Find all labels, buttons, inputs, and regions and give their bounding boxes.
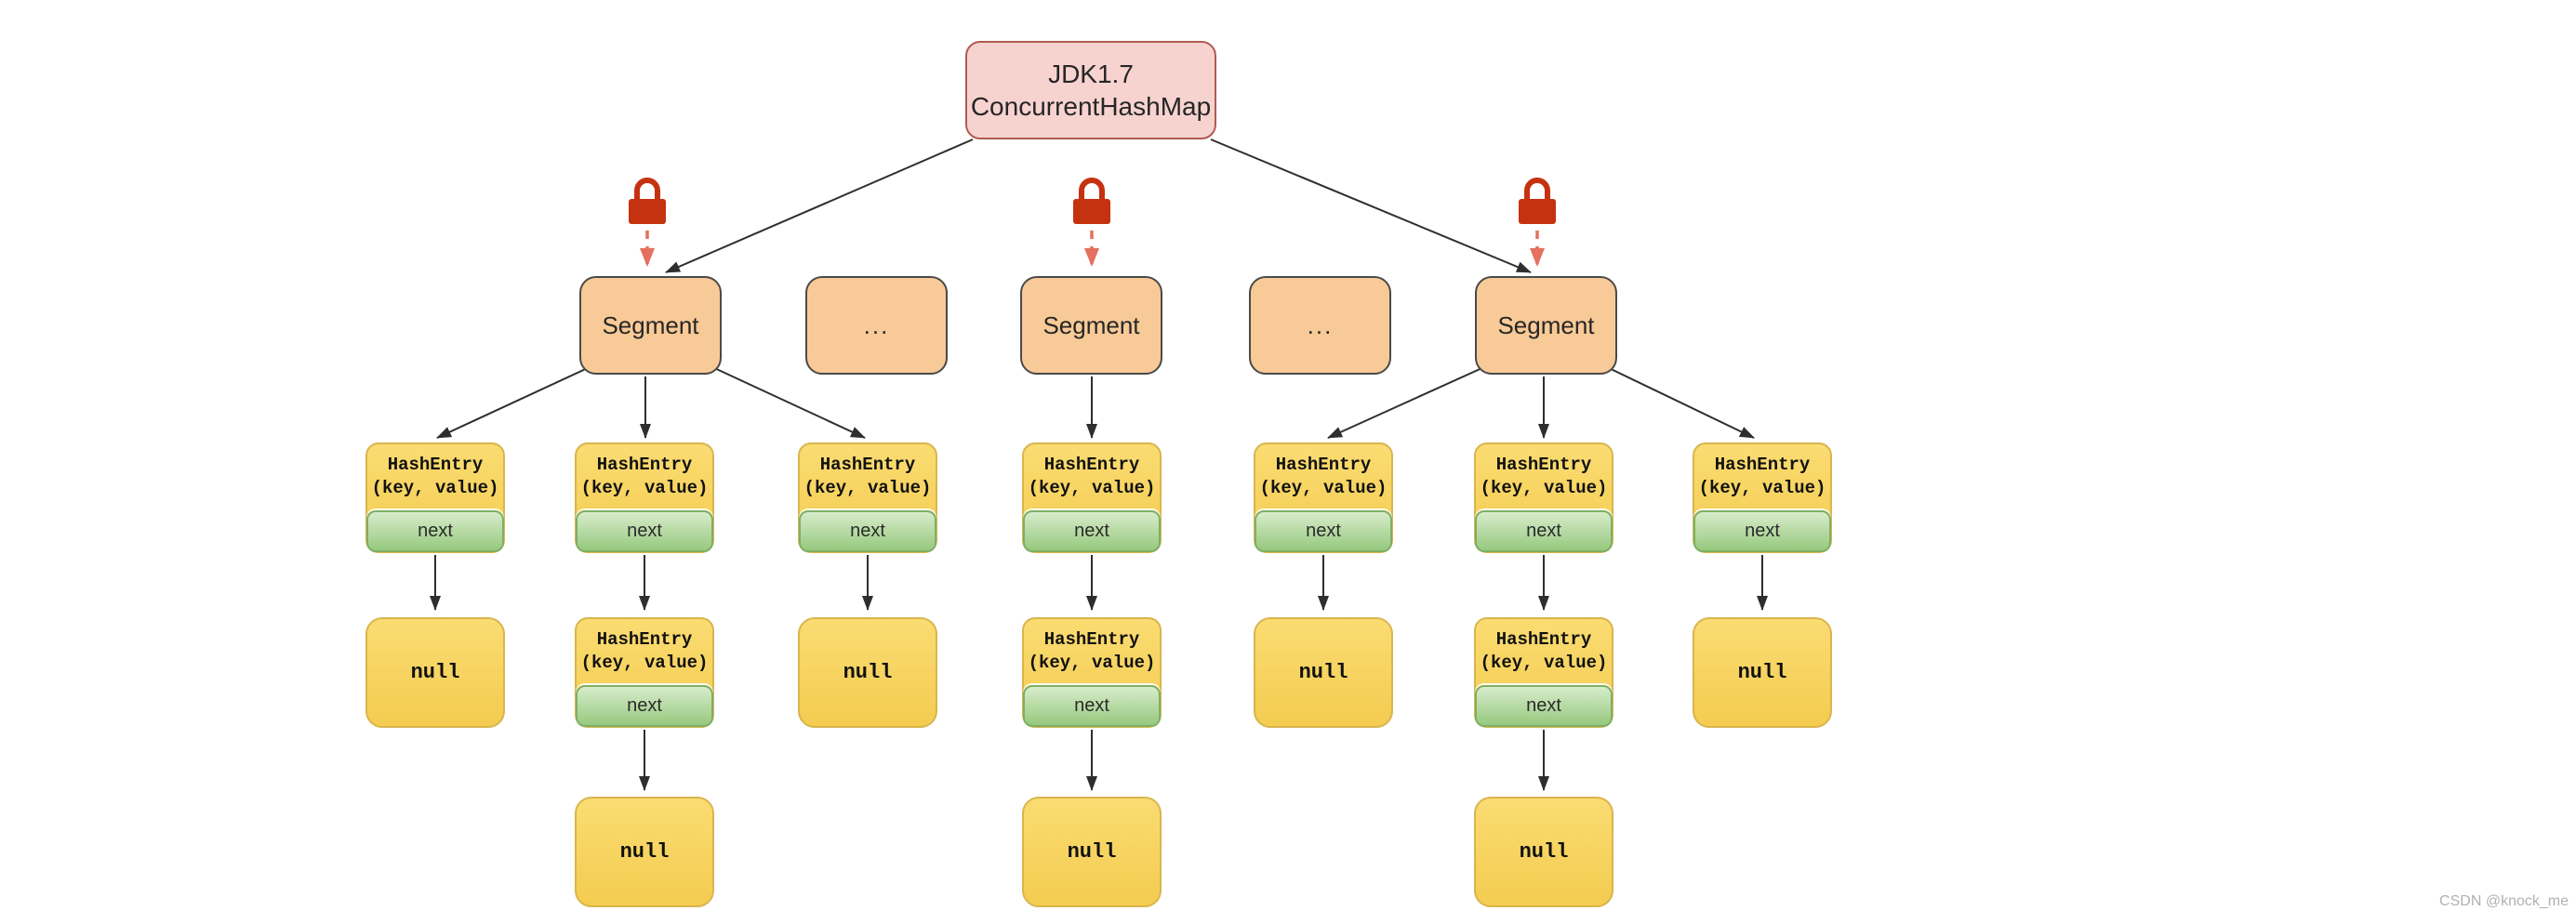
hashentry-box-col2-level2: HashEntry (key, value) next [575,617,714,728]
tree-edge [436,365,592,439]
hashentry-title: HashEntry [819,455,916,475]
next-label: next [627,695,662,716]
hashentry-label: HashEntry (key, value) [800,444,936,509]
hashentry-label: HashEntry (key, value) [1694,444,1830,509]
null-box-col3: null [798,617,937,728]
hashentry-subtitle: (key, value) [1480,478,1608,498]
next-slot: next [1255,510,1392,552]
hashentry-title: HashEntry [387,455,484,475]
next-label: next [1074,695,1109,716]
next-slot: next [576,510,713,552]
tree-edge [665,139,974,273]
ellipsis-label: ... [863,310,890,339]
lock-icon [1519,178,1556,224]
segment-box-3: Segment [1475,276,1617,375]
null-box-col4: null [1022,797,1162,907]
next-slot: next [1693,510,1831,552]
next-label: next [418,521,453,541]
hashentry-box-col1: HashEntry (key, value) next [365,442,505,553]
hashentry-box-col4: HashEntry (key, value) next [1022,442,1162,553]
next-label: next [1306,521,1341,541]
null-label: null [1519,840,1569,864]
root-node-jdk17-concurrenthashmap: JDK1.7 ConcurrentHashMap [965,41,1216,139]
hashentry-label: HashEntry (key, value) [1024,619,1160,684]
null-label: null [1067,840,1117,864]
hashentry-label: HashEntry (key, value) [1476,444,1612,509]
next-label: next [850,521,885,541]
hashentry-box-col6: HashEntry (key, value) next [1474,442,1613,553]
hashentry-subtitle: (key, value) [803,478,932,498]
root-title-line1: JDK1.7 [1048,59,1134,88]
null-box-col2: null [575,797,714,907]
hashentry-title: HashEntry [1275,455,1372,475]
null-label: null [410,661,460,684]
null-box-col7: null [1693,617,1832,728]
hashentry-label: HashEntry (key, value) [367,444,503,509]
next-label: next [627,521,662,541]
next-label: next [1526,695,1561,716]
hashentry-label: HashEntry (key, value) [1024,444,1160,509]
hashentry-subtitle: (key, value) [1480,653,1608,673]
hashentry-label: HashEntry (key, value) [577,444,712,509]
hashentry-title: HashEntry [1043,455,1140,475]
hashentry-subtitle: (key, value) [1028,653,1156,673]
null-label: null [1737,661,1787,684]
next-slot: next [1023,685,1161,727]
hashentry-subtitle: (key, value) [580,478,709,498]
next-label: next [1074,521,1109,541]
segment-label: Segment [602,310,699,339]
next-label: next [1745,521,1780,541]
next-label: next [1526,521,1561,541]
next-slot: next [1475,510,1613,552]
next-slot: next [1475,685,1613,727]
segment-label: Segment [1042,310,1140,339]
segment-label: Segment [1497,310,1595,339]
null-box-col6: null [1474,797,1613,907]
tree-edge [1604,365,1755,439]
hashentry-box-col5: HashEntry (key, value) next [1254,442,1393,553]
hashentry-label: HashEntry (key, value) [1255,444,1391,509]
lock-icon [1073,178,1110,224]
hashentry-title: HashEntry [1714,455,1811,475]
hashentry-subtitle: (key, value) [580,653,709,673]
null-box-col1: null [365,617,505,728]
ellipsis-label: ... [1307,310,1334,339]
hashentry-subtitle: (key, value) [1259,478,1388,498]
next-slot: next [576,685,713,727]
hashentry-title: HashEntry [1495,629,1592,650]
hashentry-subtitle: (key, value) [1028,478,1156,498]
tree-edge [710,365,866,439]
null-label: null [619,840,670,864]
next-slot: next [366,510,504,552]
hashentry-box-col3: HashEntry (key, value) next [798,442,937,553]
hashentry-box-col7: HashEntry (key, value) next [1693,442,1832,553]
hashentry-title: HashEntry [596,455,693,475]
hashentry-title: HashEntry [1495,455,1592,475]
root-title-line2: ConcurrentHashMap [970,92,1212,121]
hashentry-label: HashEntry (key, value) [577,619,712,684]
hashentry-box-col2: HashEntry (key, value) next [575,442,714,553]
hashentry-label: HashEntry (key, value) [1476,619,1612,684]
hashentry-box-col4-level2: HashEntry (key, value) next [1022,617,1162,728]
hashentry-subtitle: (key, value) [371,478,499,498]
null-label: null [843,661,893,684]
next-slot: next [1023,510,1161,552]
hashentry-title: HashEntry [1043,629,1140,650]
ellipsis-box-1: ... [805,276,948,375]
hashentry-box-col6-level2: HashEntry (key, value) next [1474,617,1613,728]
null-label: null [1298,661,1348,684]
null-box-col5: null [1254,617,1393,728]
hashentry-title: HashEntry [596,629,693,650]
watermark: CSDN @knock_me [2439,893,2569,909]
lock-icon [629,178,666,224]
segment-box-1: Segment [579,276,722,375]
next-slot: next [799,510,936,552]
hashentry-subtitle: (key, value) [1698,478,1826,498]
ellipsis-box-2: ... [1249,276,1391,375]
segment-box-2: Segment [1020,276,1162,375]
tree-edge [1210,139,1532,273]
tree-edge [1327,365,1487,439]
